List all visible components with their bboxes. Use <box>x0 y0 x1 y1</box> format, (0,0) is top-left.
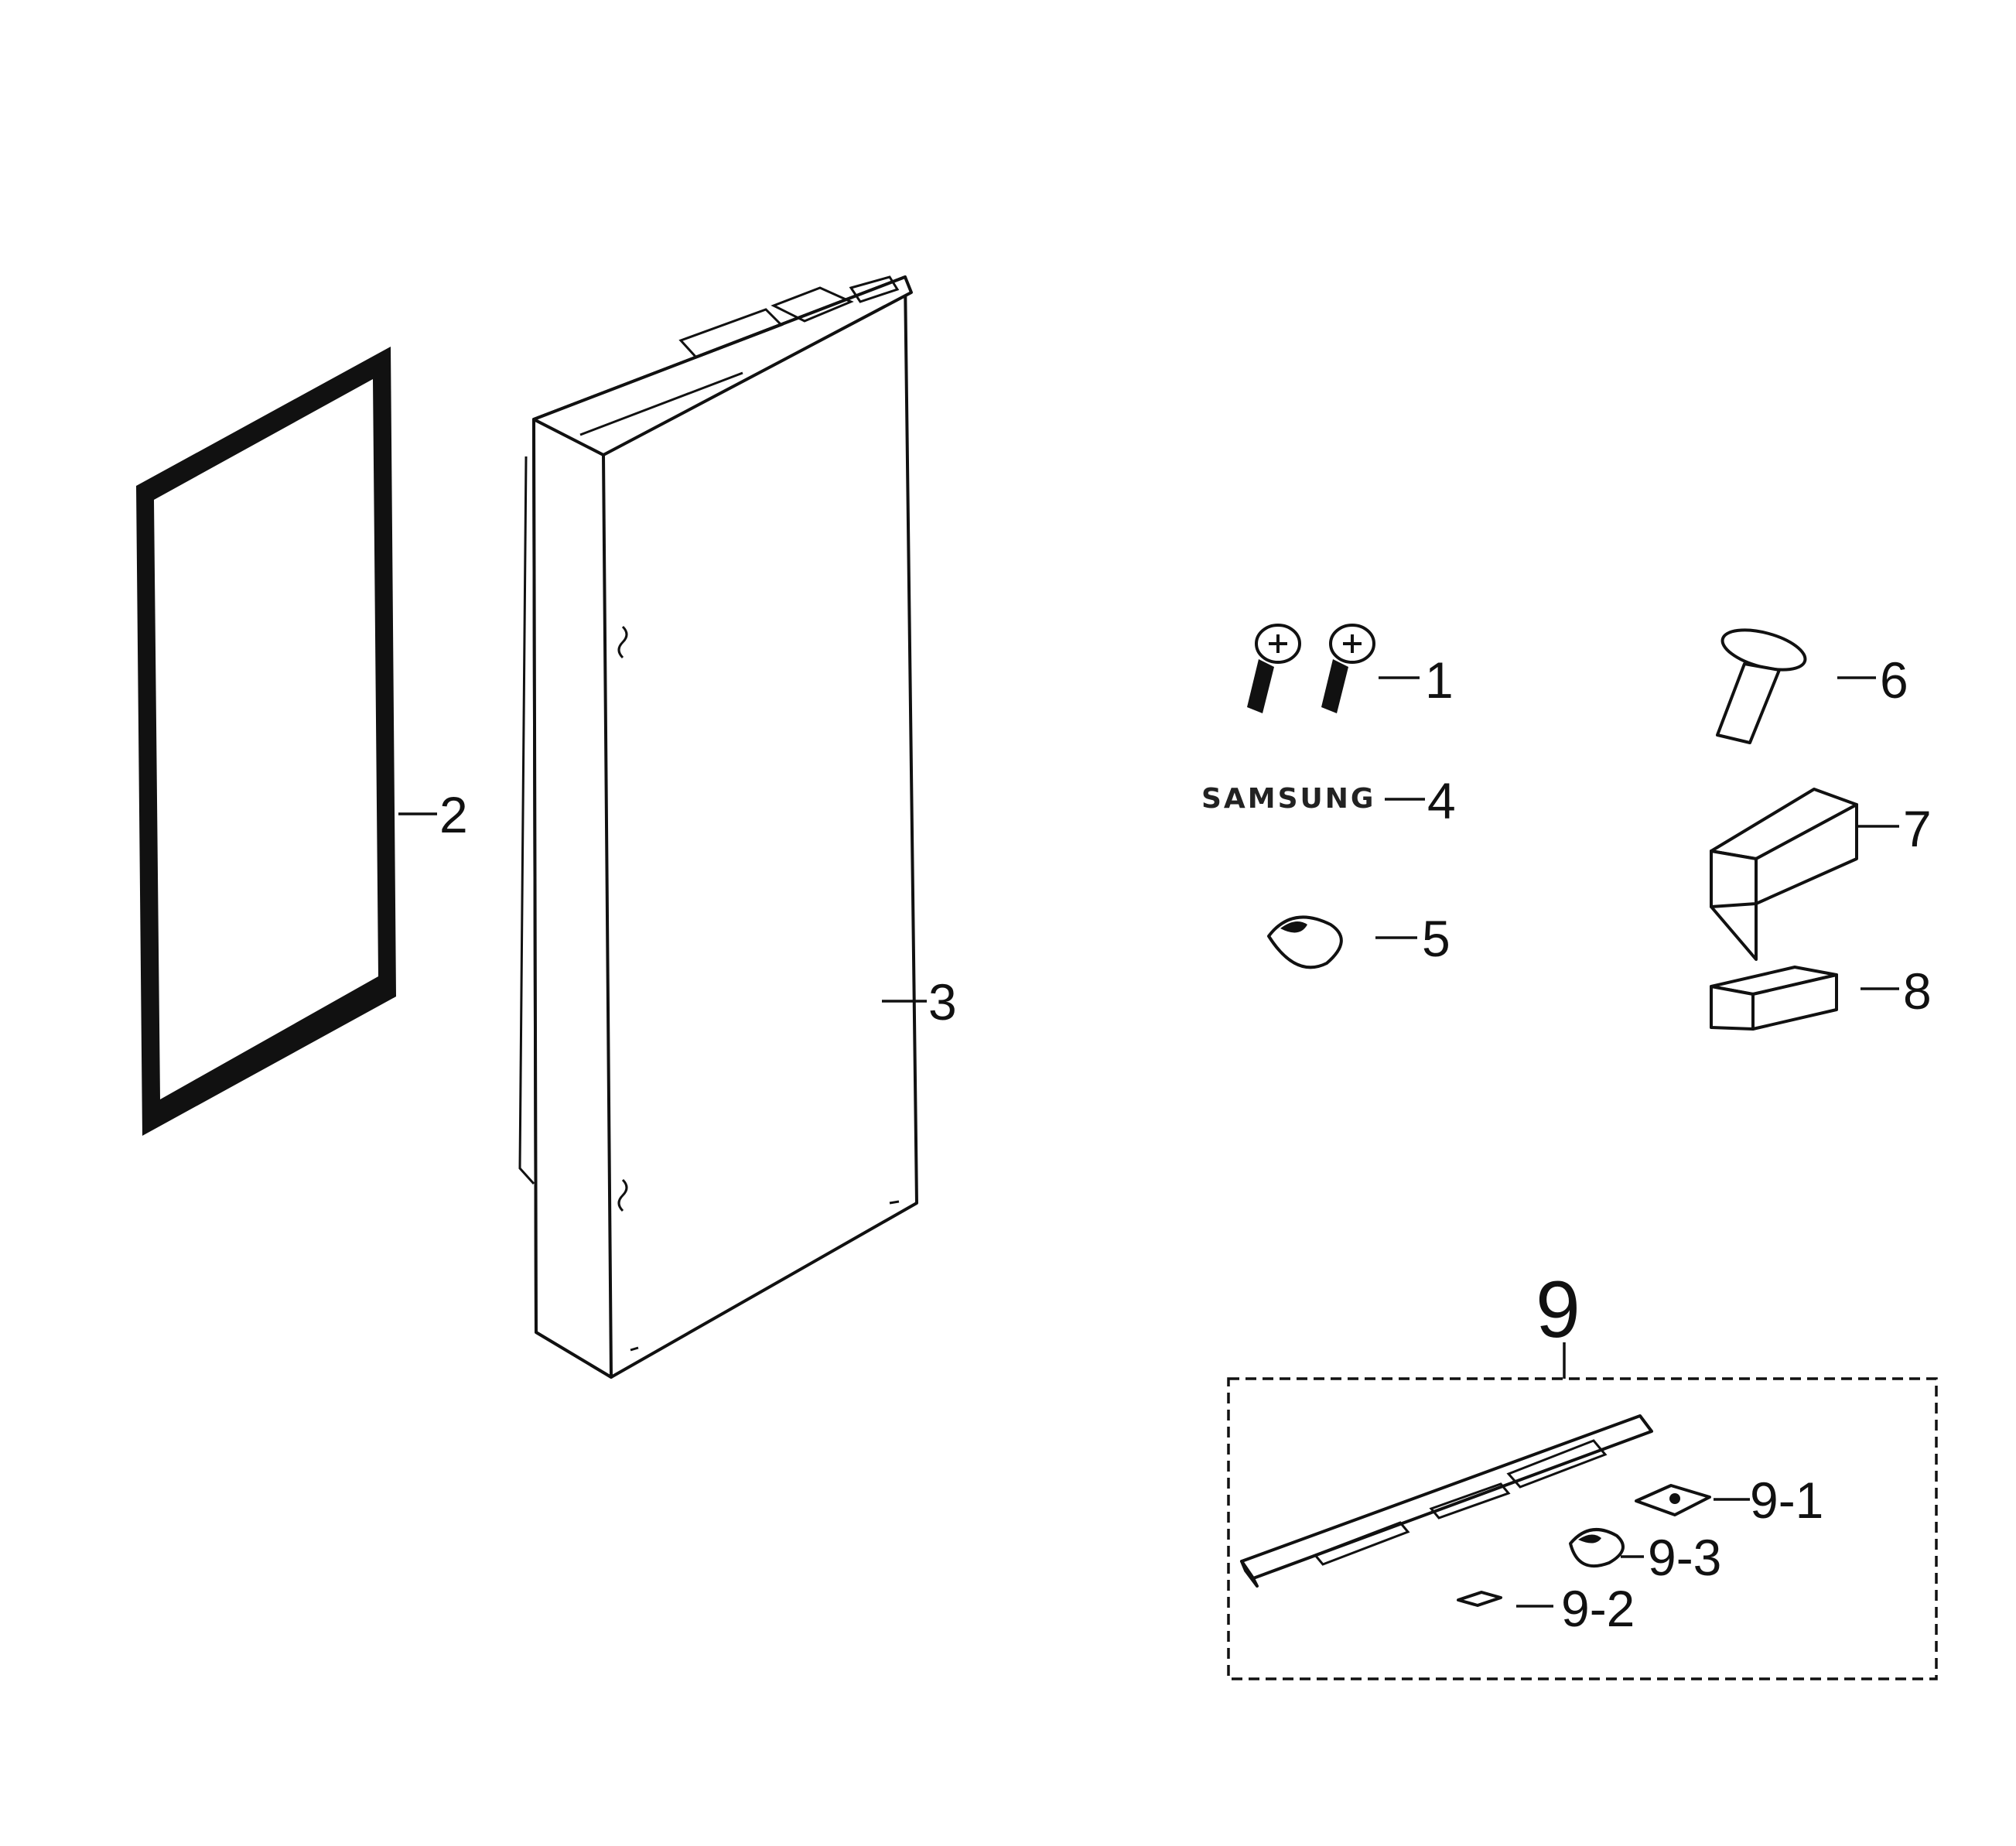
dashed-group-box <box>1227 1377 1938 1680</box>
clip-icon <box>1569 1528 1625 1567</box>
pin-icon <box>1716 628 1807 744</box>
callout-label-6: 6 <box>1880 651 1908 709</box>
callout-label-4: 4 <box>1427 772 1456 829</box>
callout-label-3: 3 <box>928 973 957 1031</box>
small-pad-icon <box>1457 1591 1502 1607</box>
callout-label-1: 1 <box>1425 651 1454 709</box>
emblem-text: SAMSUNG <box>1201 783 1375 815</box>
callout-label-9-2: 9-2 <box>1561 1580 1635 1637</box>
callout-label-2: 2 <box>439 786 468 843</box>
callout-label-8: 8 <box>1903 962 1932 1020</box>
clip-icon <box>1267 915 1343 969</box>
bracket-plate-icon <box>1635 1484 1711 1516</box>
callout-label-9-3: 9-3 <box>1648 1529 1721 1586</box>
door-gasket-icon <box>136 347 396 1136</box>
callout-label-9-1: 9-1 <box>1750 1472 1823 1529</box>
screw-pair-icon <box>1247 624 1375 713</box>
callout-label-9: 9 <box>1536 1265 1580 1355</box>
control-panel-icon <box>1240 1414 1653 1588</box>
callout-label-5: 5 <box>1422 910 1450 967</box>
block-icon <box>1710 788 1858 961</box>
pad-icon <box>1710 966 1838 1031</box>
door-assembly-icon <box>518 275 918 1379</box>
callout-label-7: 7 <box>1903 800 1932 857</box>
